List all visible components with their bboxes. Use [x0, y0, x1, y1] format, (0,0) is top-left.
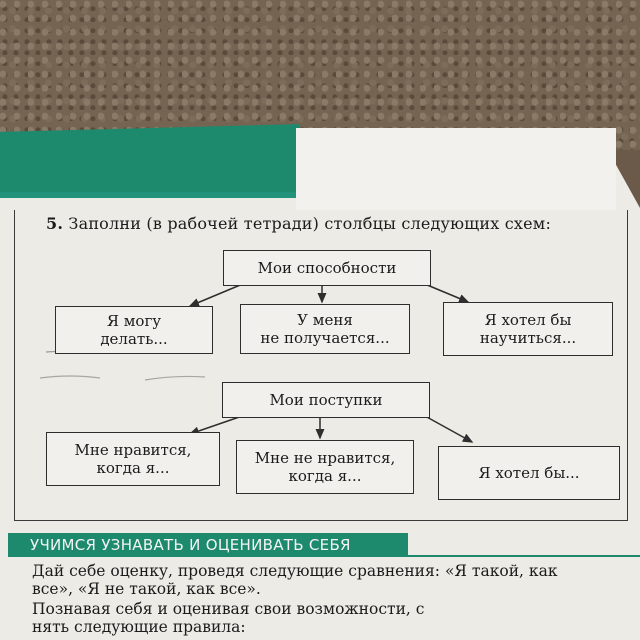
section-underline	[408, 555, 640, 557]
scheme2-root-box: Мои поступки	[222, 382, 430, 418]
task-title: 5. Заполни (в рабочей тетради) столбцы с…	[46, 214, 551, 233]
task-number: 5.	[46, 214, 64, 233]
scheme2-child-3: Я хотел бы...	[438, 446, 620, 500]
task-frame	[14, 210, 628, 521]
scheme2-child-1: Мне нравится, когда я...	[46, 432, 220, 486]
task-text: Заполни (в рабочей тетради) столбцы след…	[68, 214, 552, 233]
body-line-1: Дай себе оценку, проведя следующие сравн…	[32, 562, 558, 580]
scheme1-child-3: Я хотел бы научиться...	[443, 302, 613, 356]
scheme1-root-box: Мои способности	[223, 250, 431, 286]
scheme1-child-2: У меня не получается...	[240, 304, 410, 354]
page-top-corner	[296, 128, 616, 210]
section-heading: УЧИМСЯ УЗНАВАТЬ И ОЦЕНИВАТЬ СЕБЯ	[8, 533, 408, 557]
body-line-2: все», «Я не такой, как все».	[32, 580, 261, 598]
body-line-4: нять следующие правила:	[32, 618, 246, 636]
arrow-1-left	[188, 282, 246, 307]
carpet-background	[0, 0, 640, 150]
arrow-2-right	[424, 415, 474, 443]
scheme2-child-2: Мне не нравится, когда я...	[236, 440, 414, 494]
scheme1-child-1: Я могу делать...	[55, 306, 213, 354]
body-line-3: Познавая себя и оценивая свои возможност…	[32, 600, 425, 618]
